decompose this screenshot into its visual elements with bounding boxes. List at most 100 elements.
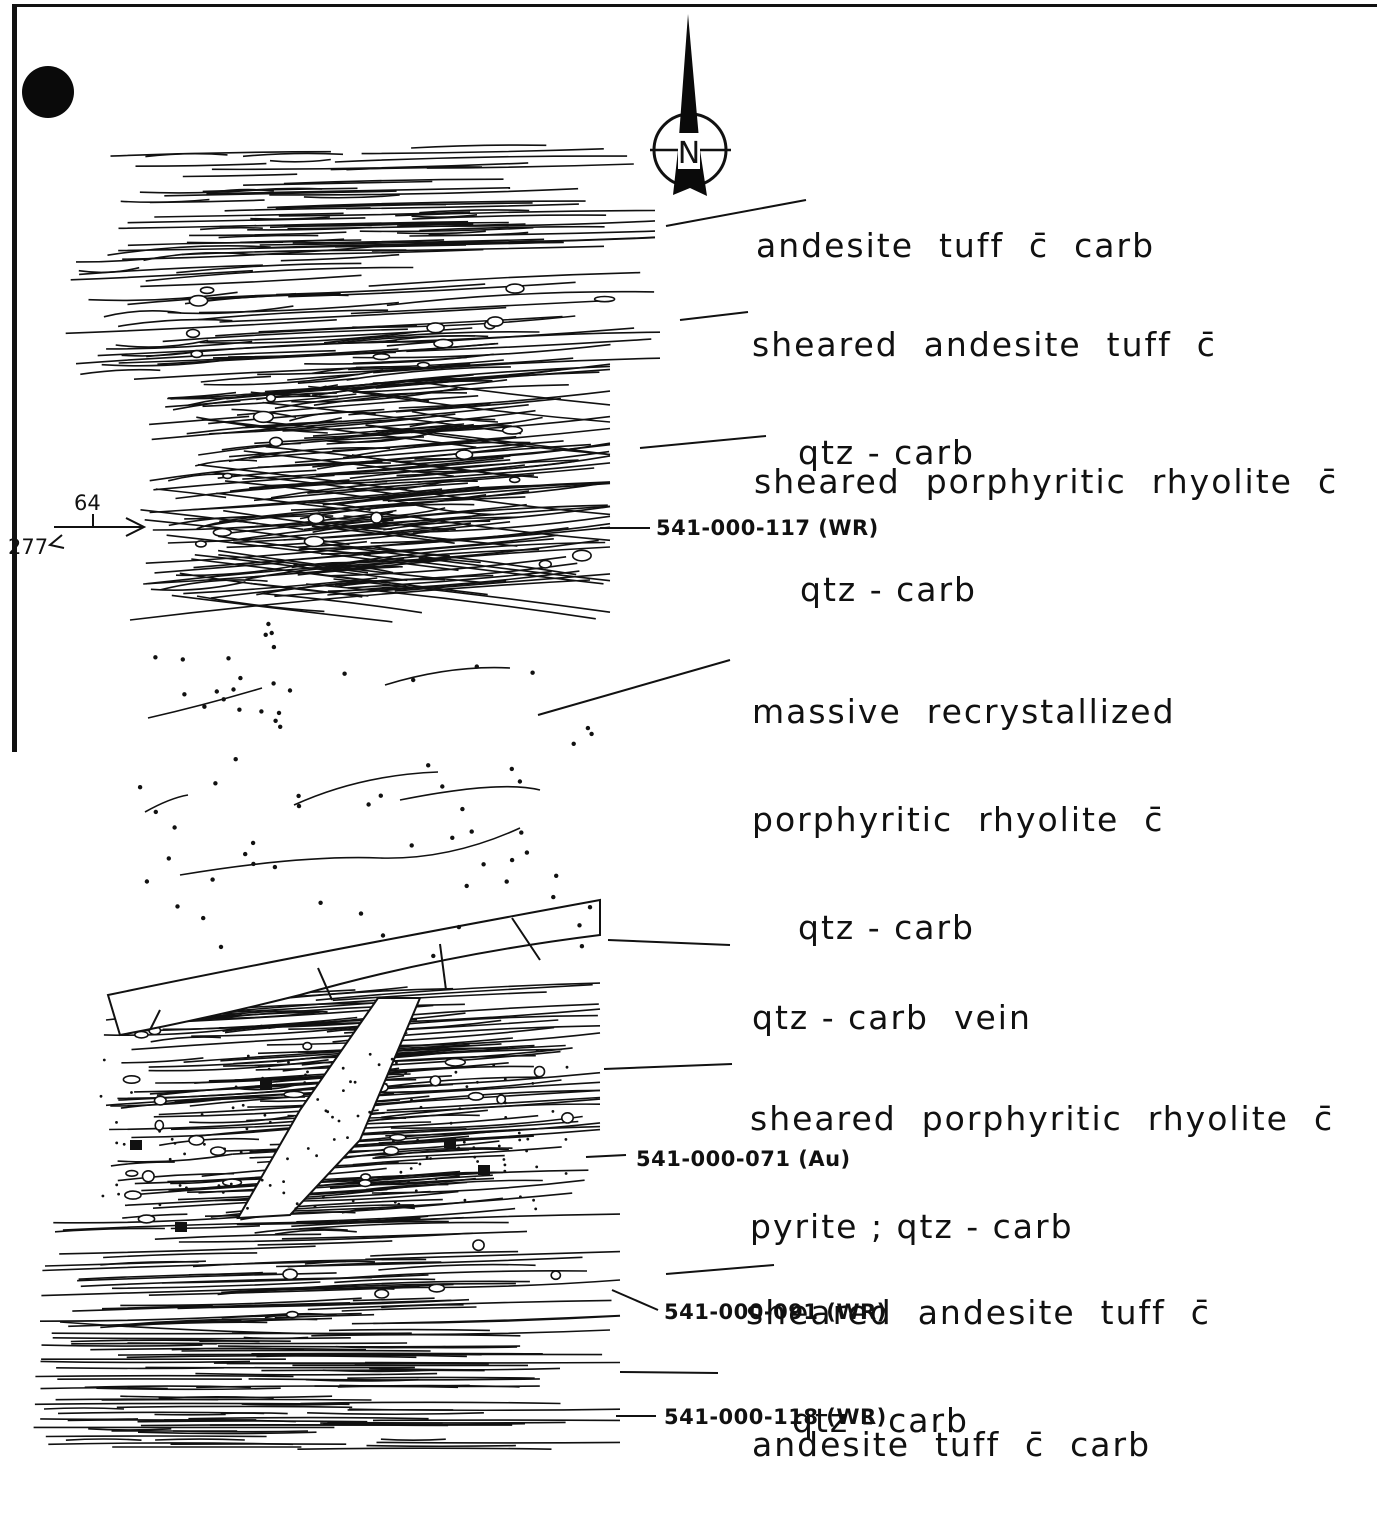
stipple-dot xyxy=(420,1106,423,1109)
stipple-dot xyxy=(331,1116,334,1119)
stipple-dot xyxy=(261,1077,264,1080)
foliation-line xyxy=(88,1429,171,1430)
clast-grain xyxy=(308,514,323,524)
stipple-dot xyxy=(459,1107,462,1110)
leader-line xyxy=(586,1155,626,1157)
clast-grain xyxy=(155,1096,167,1105)
stipple-dot xyxy=(286,1157,289,1160)
clast-grain xyxy=(469,1093,484,1100)
clast-grain xyxy=(456,450,472,459)
stipple-dot xyxy=(296,1202,299,1205)
stipple-dot xyxy=(342,1067,345,1070)
stipple-dot xyxy=(526,1138,529,1141)
leader-line xyxy=(620,1372,718,1373)
stipple-dot xyxy=(270,631,274,635)
stipple-dot xyxy=(179,1189,182,1192)
clast-grain xyxy=(562,1113,573,1123)
foliation-line xyxy=(352,1316,620,1324)
clast-grain xyxy=(373,354,389,360)
stipple-dot xyxy=(525,850,529,854)
foliation-line xyxy=(35,1376,293,1377)
foliation-line xyxy=(56,1368,224,1369)
stipple-dot xyxy=(504,1116,507,1119)
clast-grain xyxy=(223,473,232,478)
unit-label-line: andesite tuff c̄ carb xyxy=(752,1427,1151,1463)
foliation-line xyxy=(242,1404,347,1405)
foliation-line xyxy=(218,1346,520,1347)
foliation-line xyxy=(221,1413,288,1414)
stipple-dot xyxy=(246,1207,249,1210)
flow-line xyxy=(180,828,520,875)
stipple-dot xyxy=(426,763,430,767)
stipple-dot xyxy=(415,1189,418,1192)
stipple-dot xyxy=(476,1160,479,1163)
foliation-line xyxy=(151,1037,221,1042)
stipple-dot xyxy=(174,1142,177,1145)
stipple-dot xyxy=(268,1068,271,1071)
foliation-line xyxy=(195,1374,437,1375)
stipple-dot xyxy=(277,711,281,715)
leader-line xyxy=(680,312,748,320)
foliation-line xyxy=(201,376,271,382)
clast-grain xyxy=(305,537,324,547)
foliation-line xyxy=(96,1388,280,1389)
pyrite-grain xyxy=(175,1222,187,1232)
clast-grain xyxy=(359,1180,371,1187)
foliation-line xyxy=(365,1252,620,1260)
stipple-dot xyxy=(264,1114,267,1117)
stipple-dot xyxy=(534,1208,537,1211)
stipple-dot xyxy=(316,1098,319,1101)
unit-label-line: qtz - carb xyxy=(754,572,1338,608)
foliation-line xyxy=(172,1348,304,1349)
stipple-dot xyxy=(226,656,230,660)
strike-value: 277 xyxy=(8,535,48,559)
foliation-line xyxy=(281,255,399,261)
stipple-dot xyxy=(510,858,514,862)
flow-line xyxy=(385,668,510,685)
stipple-dot xyxy=(318,901,322,905)
stipple-dot xyxy=(532,1199,535,1202)
foliation-line xyxy=(353,1298,435,1300)
foliation-line xyxy=(183,174,297,176)
stipple-dot xyxy=(349,1080,352,1083)
clast-grain xyxy=(429,1284,444,1292)
stipple-dot xyxy=(145,879,149,883)
stipple-dot xyxy=(519,1195,522,1198)
clast-grain xyxy=(213,529,231,537)
stipple-dot xyxy=(210,877,214,881)
foliation-line xyxy=(59,1246,315,1254)
stipple-dot xyxy=(476,1081,479,1084)
stipple-dot xyxy=(115,1184,118,1187)
stipple-dot xyxy=(536,1049,539,1052)
leader-line xyxy=(640,436,766,448)
clast-grain xyxy=(551,1271,560,1279)
stipple-dot xyxy=(103,1059,106,1062)
stipple-dot xyxy=(504,1102,507,1105)
foliation-line xyxy=(372,246,604,251)
clast-grain xyxy=(125,1191,141,1199)
clast-grain xyxy=(303,1043,312,1050)
stipple-dot xyxy=(565,1172,568,1175)
stipple-dot xyxy=(282,1180,285,1183)
stipple-dot xyxy=(392,1140,395,1143)
stipple-dot xyxy=(258,1065,261,1068)
stipple-dot xyxy=(463,1141,466,1144)
stipple-dot xyxy=(315,1154,318,1157)
stipple-dot xyxy=(359,911,363,915)
stipple-dot xyxy=(273,865,277,869)
stipple-dot xyxy=(246,1127,249,1130)
stipple-dot xyxy=(251,841,255,845)
foliation-line xyxy=(79,1273,277,1279)
clast-grain xyxy=(284,1091,304,1097)
stipple-dot xyxy=(481,862,485,866)
stipple-dot xyxy=(518,779,522,783)
clast-grain xyxy=(434,339,453,347)
stipple-dot xyxy=(498,1145,501,1148)
foliation-line xyxy=(347,1377,534,1378)
stipple-dot xyxy=(531,1082,534,1085)
stipple-dot xyxy=(158,1130,161,1133)
stipple-dot xyxy=(169,1158,172,1161)
foliation-line xyxy=(56,1399,219,1400)
stipple-dot xyxy=(153,655,157,659)
stipple-dot xyxy=(492,1064,495,1067)
